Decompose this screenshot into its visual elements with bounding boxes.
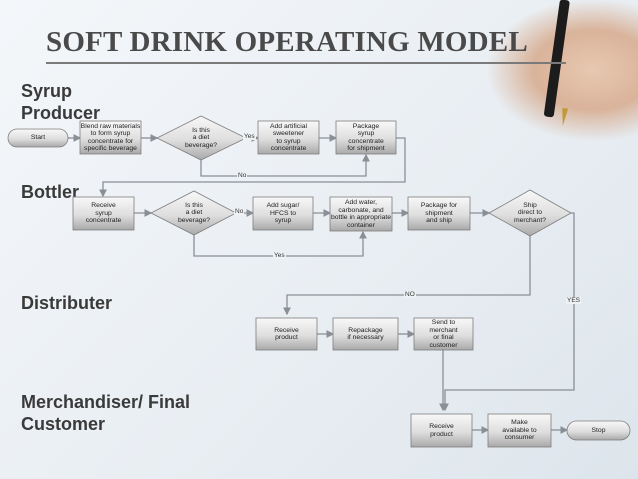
process-package-ship — [407, 196, 471, 231]
edge-ship-no — [283, 236, 531, 316]
process-package-syrup — [335, 120, 397, 155]
connectors — [68, 134, 575, 434]
start-terminal — [7, 128, 69, 148]
lane-label-merchandiser: Merchandiser/ Final Customer — [21, 391, 190, 435]
process-water — [329, 196, 393, 232]
page-title: SOFT DRINK OPERATING MODEL — [46, 26, 528, 58]
lane-label-distributer: Distributer — [21, 293, 113, 313]
lane-label-syrup-producer: Syrup Producer — [21, 80, 100, 124]
edge-label-no2: No — [234, 208, 245, 215]
edge-label-yes1: Yes — [243, 133, 256, 140]
lane-label-line: Customer — [21, 414, 106, 434]
process-sugar — [252, 196, 314, 231]
lane-label-line: Producer — [21, 103, 101, 123]
edge-diet1-no — [200, 153, 370, 177]
lane-label-line: Merchandiser/ Final — [21, 392, 191, 412]
edge-label-yes2: Yes — [273, 252, 286, 259]
edge-label-yes3: YES — [566, 297, 582, 304]
start-label: Start — [30, 134, 46, 142]
edge-label-no3: NO — [404, 291, 416, 298]
edge-ship-yes — [441, 212, 575, 412]
edge-package-receive — [99, 137, 406, 198]
process-repackage — [332, 317, 399, 351]
lane-label-bottler: Bottler — [21, 182, 79, 202]
stop-terminal — [566, 420, 631, 441]
lane-label-line: Syrup — [21, 81, 73, 101]
process-artificial — [257, 120, 320, 155]
decision-ship-direct — [488, 189, 572, 237]
title-underline — [46, 62, 566, 64]
process-receive-product-d — [255, 317, 318, 351]
process-make-available — [487, 413, 552, 448]
edge-label-no1: No — [237, 172, 248, 179]
stop-label: Stop — [591, 426, 606, 434]
process-receive-syrup — [72, 196, 135, 231]
process-send — [413, 317, 474, 351]
process-receive-product-m — [410, 413, 473, 448]
process-blend — [79, 120, 142, 155]
